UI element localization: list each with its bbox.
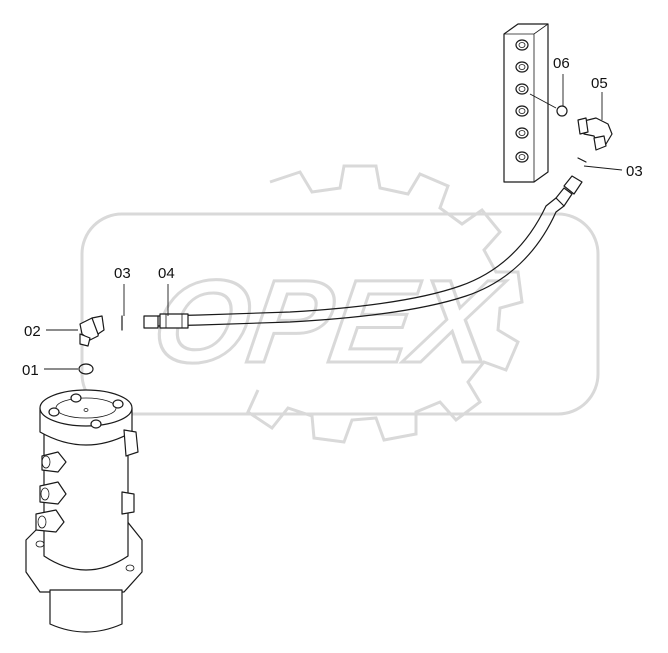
hose-assembly-04 xyxy=(143,175,583,329)
callout-labels: 01 02 03 04 03 05 06 xyxy=(22,55,643,379)
watermark-gear xyxy=(246,164,524,444)
callout-01: 01 xyxy=(22,362,39,379)
callout-02: 02 xyxy=(24,323,41,340)
swivel-joint xyxy=(25,389,143,633)
callout-03-right: 03 xyxy=(626,163,643,180)
seal-03-right xyxy=(577,157,587,163)
watermark-text: OPEX xyxy=(145,257,510,388)
leader-lines xyxy=(44,74,623,370)
o-ring-06 xyxy=(556,105,568,117)
callout-03-left: 03 xyxy=(114,265,131,282)
watermark-logo: OPEX xyxy=(80,164,600,444)
o-ring-01 xyxy=(78,363,94,375)
block-ports xyxy=(515,39,529,163)
callout-06: 06 xyxy=(553,55,570,72)
distribution-block xyxy=(503,23,549,183)
elbow-fitting-05 xyxy=(577,117,613,151)
elbow-fitting-02 xyxy=(79,315,105,347)
callout-05: 05 xyxy=(591,75,608,92)
watermark-frame xyxy=(80,212,600,416)
callout-04: 04 xyxy=(158,265,175,282)
